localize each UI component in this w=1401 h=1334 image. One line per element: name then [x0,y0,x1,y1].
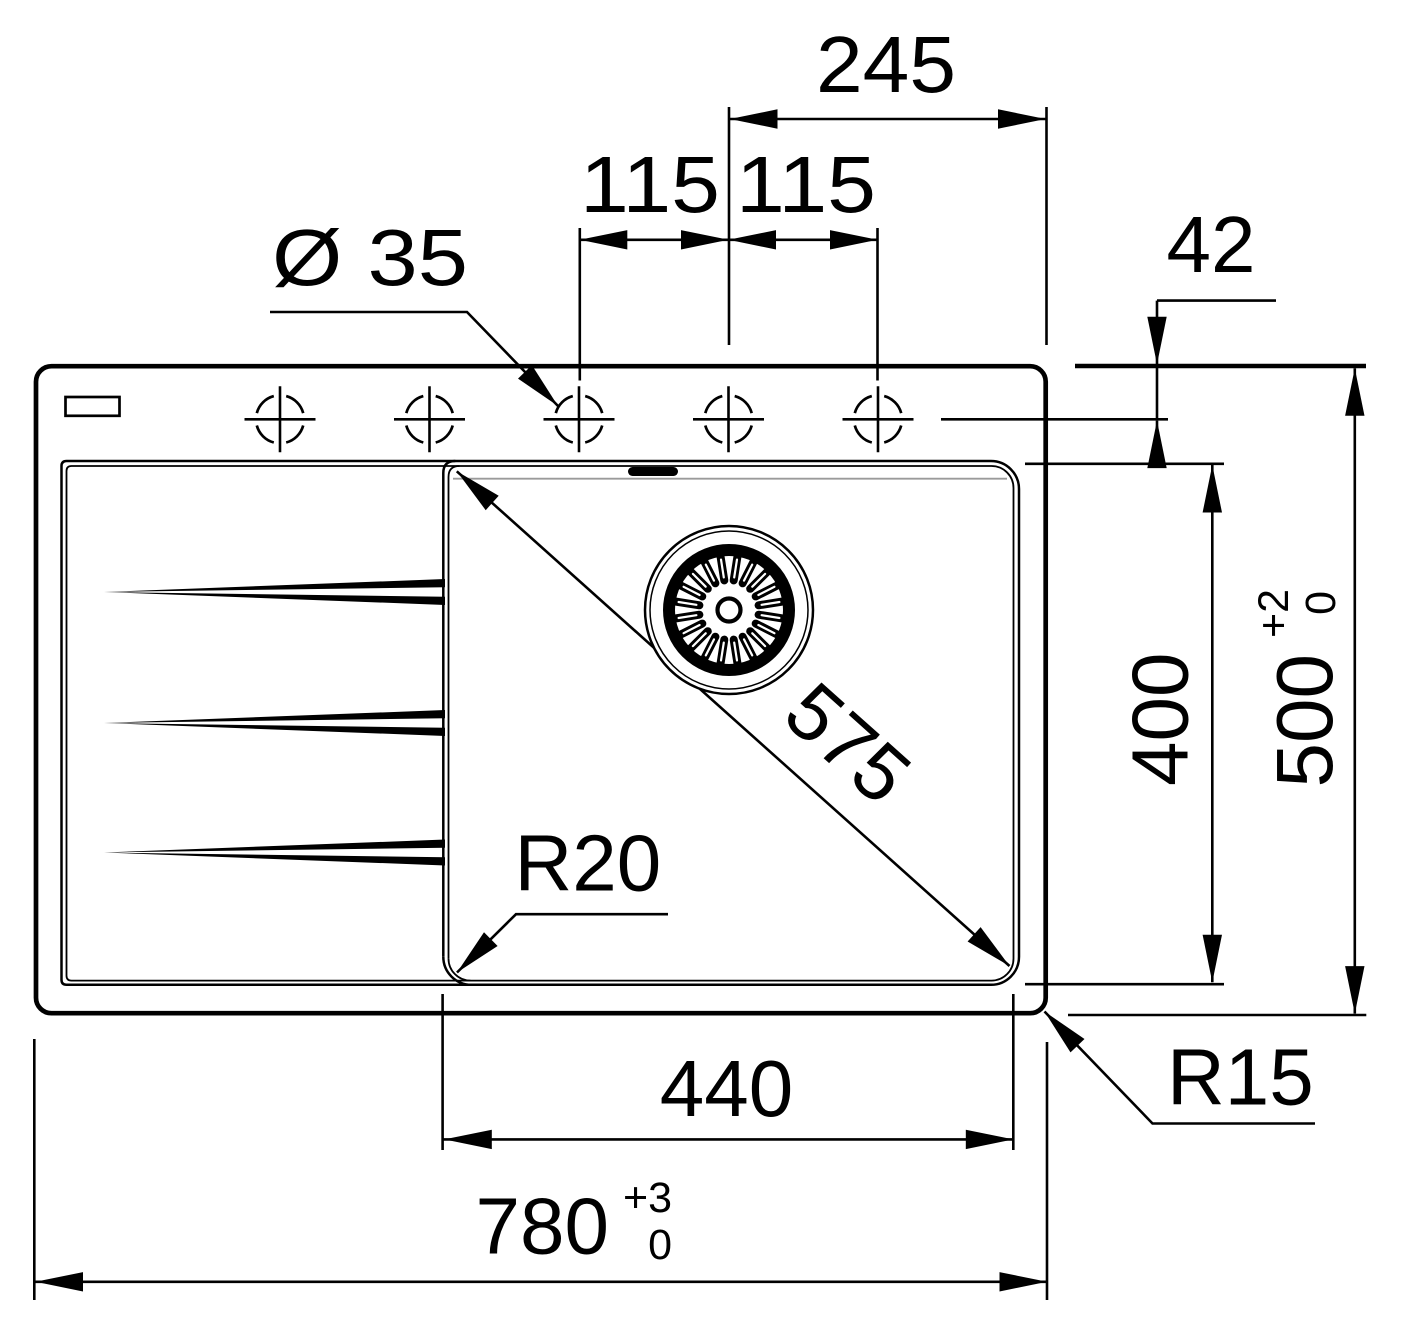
svg-text:R15: R15 [1167,1033,1314,1122]
svg-text:400: 400 [1116,653,1205,786]
svg-text:Ø 35: Ø 35 [272,213,468,302]
svg-text:440: 440 [660,1044,793,1133]
svg-text:115: 115 [736,140,876,229]
svg-text:500: 500 [1260,654,1349,787]
svg-text:245: 245 [816,20,956,109]
svg-text:0: 0 [648,1221,672,1269]
svg-text:780: 780 [476,1182,609,1271]
svg-text:R20: R20 [515,819,662,908]
svg-text:42: 42 [1167,200,1256,289]
svg-text:+3: +3 [623,1174,672,1222]
svg-text:115: 115 [580,140,720,229]
svg-text:0: 0 [1297,591,1345,615]
svg-text:+2: +2 [1250,589,1298,638]
